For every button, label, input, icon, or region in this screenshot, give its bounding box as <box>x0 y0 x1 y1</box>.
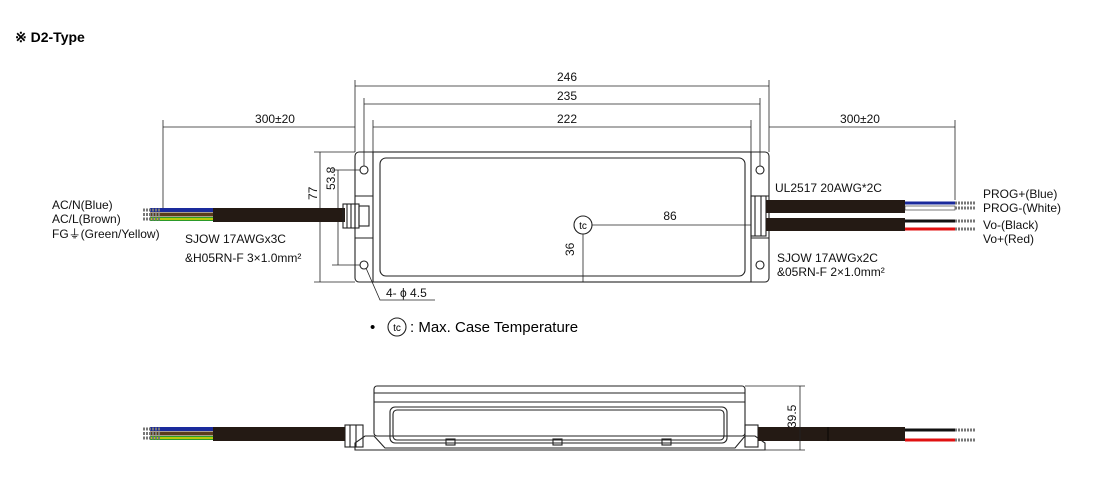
top-dimension-lines <box>162 80 956 210</box>
wire-label-prog-minus: PROG-(White) <box>983 201 1061 215</box>
tc-marker <box>573 215 751 282</box>
dim-output-cable: 300±20 <box>840 112 880 126</box>
wire-label-fg: FG⏚(Green/Yellow) <box>52 227 160 241</box>
dim-input-cable: 300±20 <box>255 112 295 126</box>
mount-hole-icon <box>359 260 369 270</box>
mount-hole-icon <box>755 260 765 270</box>
hole-leader-line <box>365 267 435 301</box>
dim-77: 77 <box>306 186 320 200</box>
input-cable <box>143 203 370 229</box>
dim-246: 246 <box>557 70 577 84</box>
case-side-view <box>344 385 766 451</box>
output-cable-spec-1: SJOW 17AWGx2C <box>777 251 878 265</box>
tc-icon: tc <box>579 221 587 232</box>
dim-235: 235 <box>557 89 577 103</box>
wire-label-vo-plus: Vo+(Red) <box>983 232 1034 246</box>
dim-86: 86 <box>663 209 677 223</box>
dim-36: 36 <box>563 242 577 256</box>
mount-hole-icon <box>755 165 765 175</box>
legend-text: : Max. Case Temperature <box>410 319 578 336</box>
output-cable-spec-2: &05RN-F 2×1.0mm² <box>777 265 885 279</box>
case-top-view <box>354 151 770 283</box>
dim-222: 222 <box>557 112 577 126</box>
dim-39-5: 39.5 <box>785 404 799 428</box>
legend-bullet: • <box>370 319 375 336</box>
output-cables <box>750 195 975 237</box>
hole-spec: 4- ϕ 4.5 <box>386 286 427 300</box>
wire-label-vo-minus: Vo-(Black) <box>983 218 1038 232</box>
wire-label-prog-plus: PROG+(Blue) <box>983 187 1057 201</box>
dim-53-8: 53.8 <box>324 166 338 190</box>
prog-cable-spec: UL2517 20AWG*2C <box>775 181 882 195</box>
section-title: ※ D2-Type <box>15 29 85 45</box>
tc-legend-icon <box>387 317 407 337</box>
height-dimension-line <box>745 385 805 451</box>
input-cable-spec-2: &H05RN-F 3×1.0mm² <box>185 251 301 265</box>
input-cable-spec-1: SJOW 17AWGx3C <box>185 232 286 246</box>
wire-label-acn: AC/N(Blue) <box>52 198 113 212</box>
mount-hole-icon <box>359 165 369 175</box>
tc-legend-symbol: tc <box>393 323 401 334</box>
side-view-cables <box>143 427 975 442</box>
wire-label-acl: AC/L(Brown) <box>52 212 121 226</box>
